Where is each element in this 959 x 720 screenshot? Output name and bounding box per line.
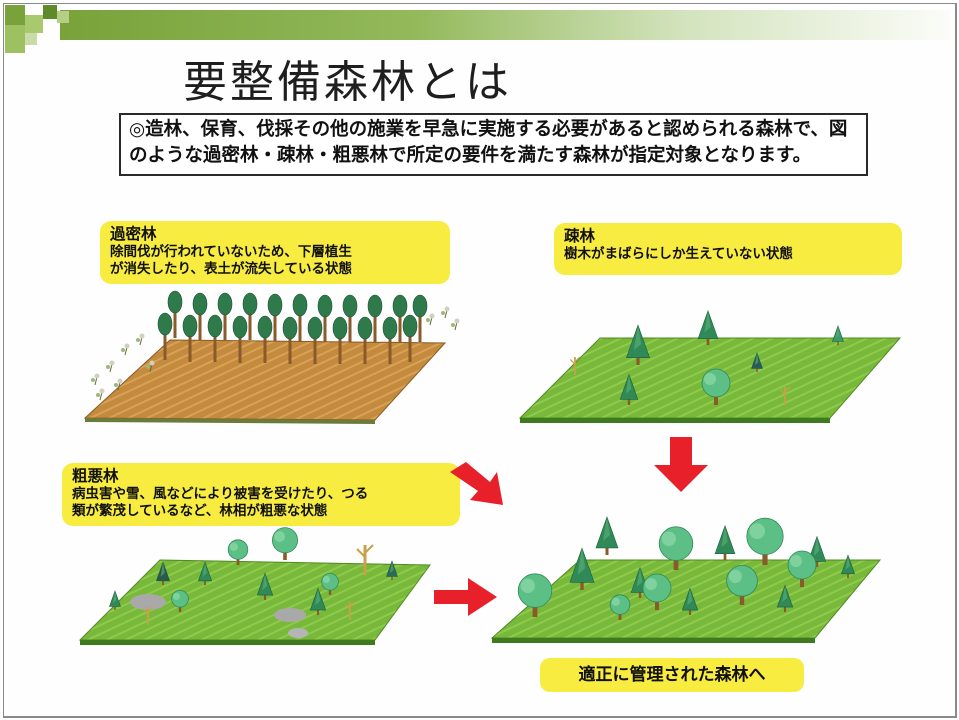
conifer-tree — [256, 572, 274, 600]
sparse-forest-label: 疎林 樹木がまばらにしか生えていない状態 — [554, 223, 902, 275]
conifer-tree — [569, 547, 595, 590]
dense-forest-title: 過密林 — [110, 225, 157, 243]
conifer-tree — [155, 561, 171, 585]
sparse-forest-title: 疎林 — [564, 227, 596, 245]
intro-box: ◎造林、保育、伐採その他の施業を早急に実施する必要があると認められる森林で、図の… — [119, 113, 868, 176]
poor-forest-desc-line1: 病虫害や雪、風などにより被害を受けたり、つる — [72, 486, 369, 502]
conifer-tree — [626, 324, 650, 365]
dense-tree — [307, 316, 323, 364]
poor-forest-label: 粗悪林 病虫害や雪、風などにより被害を受けたり、つる 類が繁茂しているなど、林相… — [62, 463, 460, 526]
broadleaf-tree — [642, 573, 672, 610]
slide-frame — [3, 3, 957, 718]
poor-forest-desc-line2: 類が繁茂しているなど、林相が粗悪な状態 — [72, 503, 328, 519]
shrub — [451, 318, 460, 331]
conifer-tree — [714, 524, 736, 560]
broadleaf-tree — [658, 526, 694, 570]
sparse-forest-desc-line1: 樹木がまばらにしか生えていない状態 — [564, 246, 793, 262]
broadleaf-tree — [746, 517, 784, 565]
shrub — [441, 306, 450, 319]
slide-logo — [5, 5, 69, 53]
poor-forest-ground — [78, 559, 431, 645]
broadleaf-tree — [787, 550, 817, 587]
poor-forest-trees — [109, 527, 398, 625]
shrub — [426, 313, 435, 326]
conifer-tree — [697, 309, 719, 345]
conifer-tree — [832, 325, 844, 345]
shrub — [106, 360, 115, 373]
dense-tree — [157, 312, 173, 360]
dense-tree — [292, 293, 308, 341]
dense-tree — [317, 294, 333, 342]
dense-tree — [207, 314, 223, 362]
dense-tree — [402, 314, 418, 362]
conifer-tree — [109, 590, 121, 610]
dense-tree — [392, 294, 408, 342]
poor-forest-title: 粗悪林 — [72, 467, 119, 485]
conifer-tree — [776, 584, 794, 612]
dense-tree — [342, 294, 358, 342]
rock — [130, 594, 166, 610]
dense-tree — [367, 294, 383, 342]
dense-tree — [332, 316, 348, 364]
dead-tree — [142, 606, 154, 625]
dense-tree — [412, 294, 428, 342]
dense-forest-label: 過密林 除間伐が行われていないため、下層植生 が消失したり、表土が流失している状… — [100, 221, 450, 284]
shrub — [136, 333, 145, 346]
shrub — [91, 373, 100, 386]
conifer-tree — [840, 554, 856, 578]
arrow-poor-to-managed — [434, 578, 497, 616]
shrub — [146, 360, 155, 373]
arrow-dense-to-managed — [450, 462, 503, 505]
shrub — [96, 388, 105, 401]
dense-tree — [357, 316, 373, 364]
broadleaf-tree — [171, 589, 189, 612]
dense-tree — [232, 315, 248, 363]
conifer-tree — [197, 561, 213, 585]
dense-tree — [267, 293, 283, 341]
dense-tree — [382, 316, 398, 364]
dense-forest-desc-line2: が消失したり、表土が流失している状態 — [110, 261, 353, 277]
dense-tree — [217, 292, 233, 340]
sparse-forest-trees — [569, 309, 844, 405]
dead-tree — [779, 386, 791, 405]
dead-tree — [344, 601, 356, 620]
conifer-tree — [681, 587, 699, 615]
dense-tree — [167, 290, 183, 338]
broadleaf-tree — [726, 564, 758, 605]
header-band — [60, 10, 950, 40]
dense-forest-trees — [157, 290, 428, 364]
rock — [274, 608, 306, 622]
conifer-tree — [619, 373, 639, 405]
broadleaf-tree — [227, 539, 249, 565]
dense-forest-shrubs — [91, 306, 460, 401]
rock — [288, 628, 308, 638]
broadleaf-tree — [701, 368, 731, 405]
broadleaf-tree — [609, 594, 631, 620]
intro-text: ◎造林、保育、伐採その他の施業を早急に実施する必要があると認められる森林で、図の… — [129, 119, 848, 166]
broadleaf-tree — [517, 573, 553, 617]
dense-tree — [242, 292, 258, 340]
dead-tree — [569, 356, 581, 375]
dense-tree — [192, 292, 208, 340]
dense-tree — [182, 314, 198, 362]
conifer-tree — [309, 587, 327, 615]
shrub — [114, 378, 123, 391]
dead-tree — [356, 544, 374, 575]
conifer-tree — [595, 516, 619, 555]
shrub — [121, 343, 130, 356]
managed-forest-label: 適正に管理された森林へ — [540, 658, 804, 692]
dense-tree — [257, 315, 273, 363]
broadleaf-tree — [321, 572, 339, 595]
dense-forest-ground — [83, 339, 447, 424]
managed-forest-trees — [517, 516, 856, 620]
conifer-tree — [751, 352, 763, 372]
slide-title: 要整備森林とは — [183, 57, 512, 108]
conifer-tree — [386, 560, 398, 580]
dense-forest-desc-line1: 除間伐が行われていないため、下層植生 — [110, 244, 352, 260]
arrow-sparse-to-managed — [654, 437, 708, 492]
broadleaf-tree — [271, 527, 298, 560]
conifer-tree — [807, 535, 827, 567]
dense-tree — [282, 316, 298, 364]
